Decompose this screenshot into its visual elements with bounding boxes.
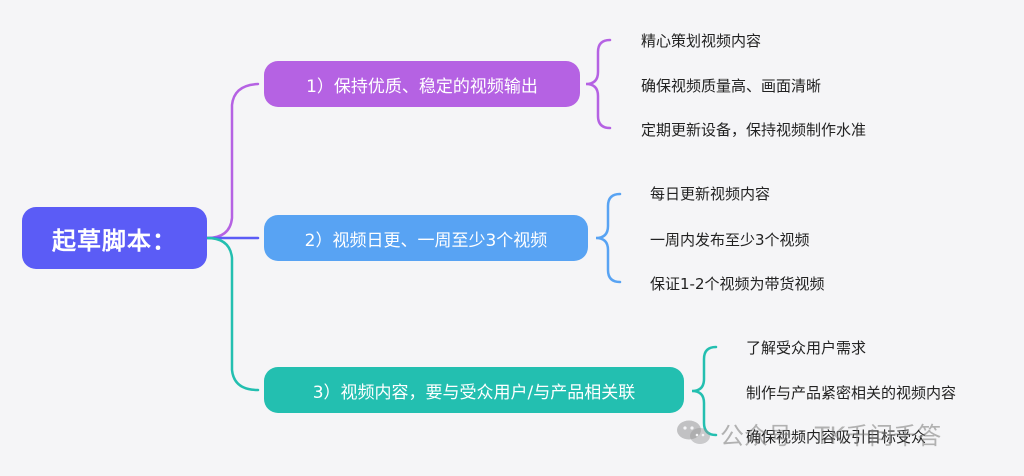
leaf-2-1: 每日更新视频内容: [650, 185, 771, 203]
branch-node-2: 2）视频日更、一周至少3个视频: [264, 215, 588, 261]
leaf-3-1: 了解受众用户需求: [746, 339, 867, 357]
connector-root-branch-1: [205, 82, 260, 240]
connector-root-branch-3: [205, 236, 260, 392]
leaf-3-3: 确保视频内容吸引目标受众: [746, 428, 927, 446]
leaf-3-2: 制作与产品紧密相关的视频内容: [746, 384, 957, 402]
root-label: 起草脚本：: [52, 226, 177, 255]
leaf-1-1: 精心策划视频内容: [641, 32, 762, 50]
wechat-icon: [676, 419, 712, 447]
branch-3-label: 3）视频内容，要与受众用户/与产品相关联: [312, 382, 636, 403]
bracket-branch-2: [595, 192, 622, 284]
watermark: 公众号 · TK千问千答: [676, 418, 942, 450]
branch-node-1: 1）保持优质、稳定的视频输出: [264, 61, 580, 107]
branch-1-label: 1）保持优质、稳定的视频输出: [306, 76, 538, 97]
watermark-text: 公众号 · TK千问千答: [720, 421, 942, 450]
leaf-2-2: 一周内发布至少3个视频: [650, 231, 810, 249]
leaf-1-3: 定期更新设备，保持视频制作水准: [641, 121, 867, 139]
bracket-branch-1: [585, 38, 612, 130]
leaf-2-3: 保证1-2个视频为带货视频: [650, 275, 825, 293]
branch-node-3: 3）视频内容，要与受众用户/与产品相关联: [264, 367, 684, 413]
branch-2-label: 2）视频日更、一周至少3个视频: [304, 230, 548, 251]
leaf-1-2: 确保视频质量高、画面清晰: [641, 77, 822, 95]
root-node: 起草脚本：: [22, 207, 207, 269]
